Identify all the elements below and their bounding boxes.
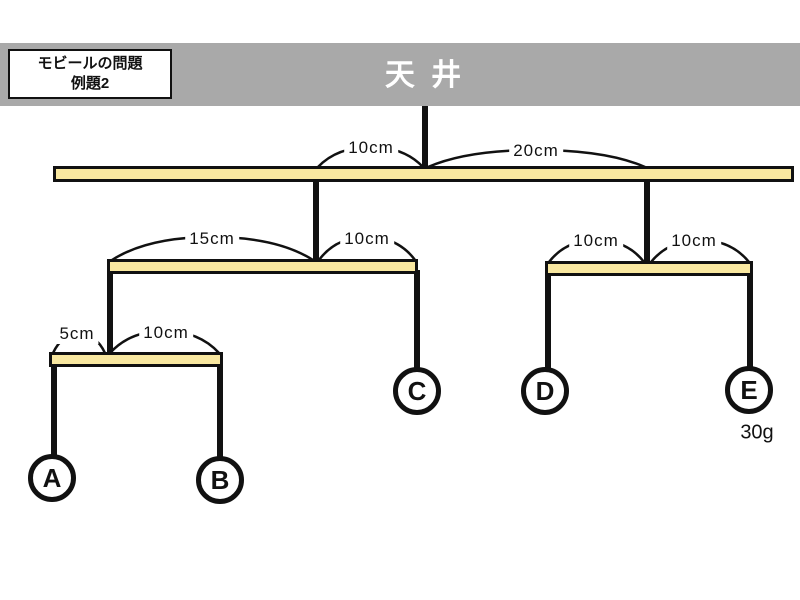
badge-line-1: モビールの問題 bbox=[37, 55, 143, 72]
string-ceiling bbox=[422, 106, 428, 170]
string-weight-d bbox=[545, 272, 551, 370]
weight-d: D bbox=[521, 367, 569, 415]
dimension-label-small-a: 5cm bbox=[55, 324, 99, 344]
weight-b: B bbox=[196, 456, 244, 504]
weight-b-label: B bbox=[210, 464, 230, 495]
string-weight-e bbox=[747, 272, 753, 369]
dimension-label-small-b: 10cm bbox=[139, 323, 193, 343]
string-weight-a bbox=[51, 362, 57, 458]
string-weight-c bbox=[414, 270, 420, 370]
weight-c-label: C bbox=[407, 375, 427, 406]
weight-e: E bbox=[725, 366, 773, 414]
ceiling-label: 天 井 bbox=[384, 59, 466, 92]
beam-mid-right bbox=[545, 261, 753, 276]
weight-c: C bbox=[393, 367, 441, 415]
weight-d-label: D bbox=[535, 375, 555, 406]
weight-a: A bbox=[28, 454, 76, 502]
mass-label-e: 30g bbox=[740, 421, 774, 444]
dimension-label-mid-right-a: 10cm bbox=[569, 231, 623, 251]
weight-a-label: A bbox=[42, 462, 62, 493]
string-weight-b bbox=[217, 362, 223, 460]
badge-line-2: 例題2 bbox=[70, 75, 110, 92]
string-top-beam-left bbox=[313, 178, 319, 264]
problem-badge: モビールの問題 例題2 bbox=[8, 49, 172, 99]
dimension-label-mid-left-b: 10cm bbox=[340, 229, 394, 249]
string-top-beam-right bbox=[644, 178, 650, 266]
beam-top bbox=[53, 166, 794, 182]
weight-e-label: E bbox=[740, 374, 758, 405]
string-mid-left-beam bbox=[107, 270, 113, 356]
dimension-label-mid-left-a: 15cm bbox=[185, 229, 239, 249]
dimension-label-mid-right-b: 10cm bbox=[667, 231, 721, 251]
dimension-label-top-left: 10cm bbox=[344, 138, 398, 158]
dimension-label-top-right: 20cm bbox=[509, 141, 563, 161]
beam-small bbox=[49, 352, 223, 367]
beam-mid-left bbox=[107, 259, 418, 274]
